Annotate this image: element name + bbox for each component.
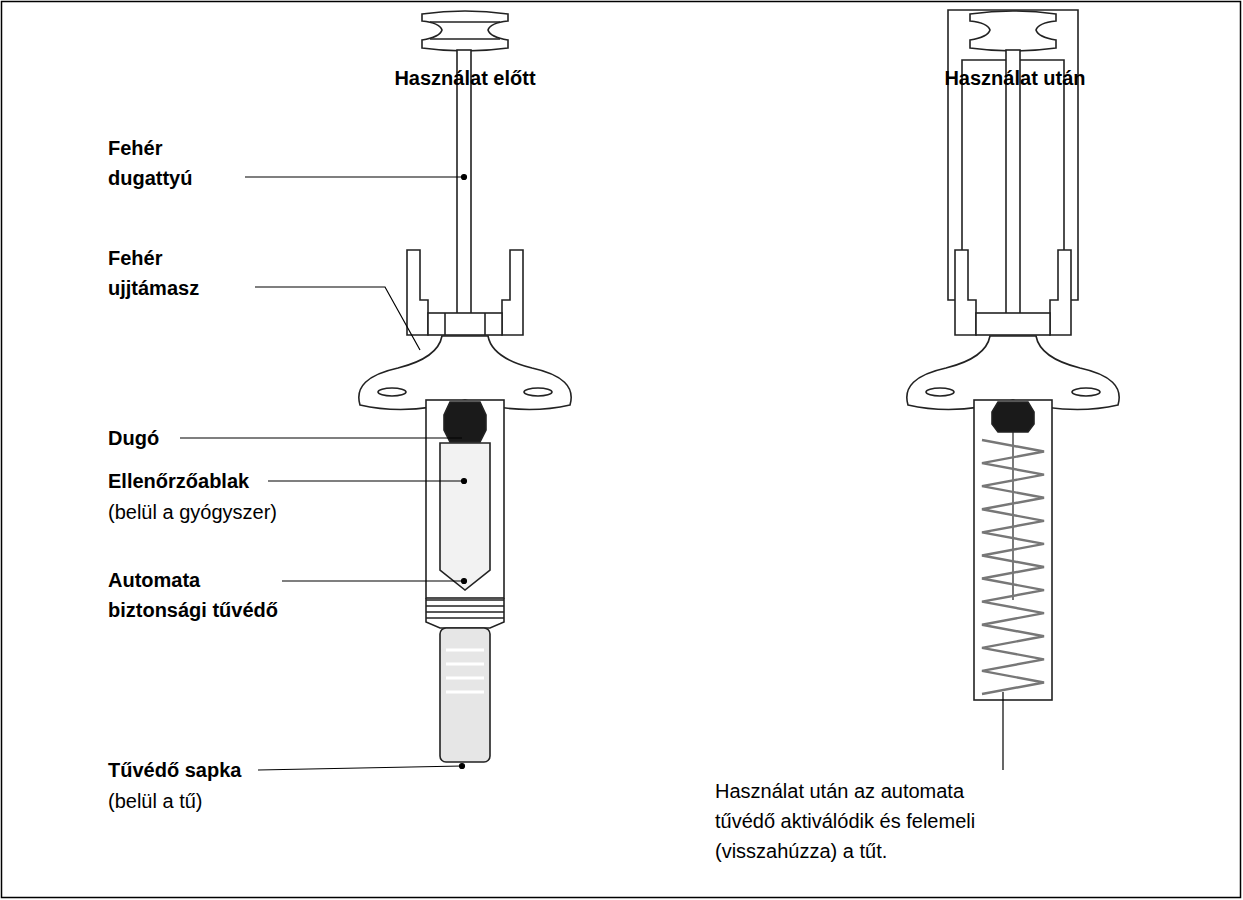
guard-ring bbox=[426, 605, 504, 607]
inspection-window bbox=[440, 443, 490, 590]
part-label: Fehér ujjtámasz bbox=[108, 243, 218, 303]
back-tab bbox=[1050, 250, 1071, 335]
collar-line bbox=[484, 313, 486, 335]
flange-slot bbox=[1072, 388, 1100, 396]
part-note: (belül a tű) bbox=[108, 786, 308, 816]
syringe-after bbox=[907, 10, 1119, 700]
needle-cap bbox=[440, 628, 490, 762]
leader-line bbox=[245, 176, 464, 177]
part-label: Dugó bbox=[108, 423, 228, 453]
part-label: Ellenőrzőablak bbox=[108, 466, 308, 496]
leader-line bbox=[282, 580, 464, 581]
part-label: Tűvédő sapka bbox=[108, 755, 308, 785]
leader-line bbox=[255, 287, 420, 350]
leader-dot bbox=[460, 764, 465, 769]
collar-line bbox=[444, 313, 446, 335]
finger-flange bbox=[907, 336, 1119, 409]
guard-ring bbox=[426, 599, 504, 601]
cap-stripe bbox=[446, 677, 484, 680]
leader-line bbox=[268, 480, 464, 481]
part-label: Automata biztonsági tűvédő bbox=[108, 565, 290, 625]
heading: Használat előtt bbox=[315, 63, 615, 93]
plunger-head bbox=[970, 11, 1056, 51]
plunger-head bbox=[422, 11, 508, 51]
back-tab bbox=[502, 250, 523, 335]
stopper bbox=[444, 402, 486, 442]
part-label: Fehér dugattyú bbox=[108, 133, 218, 193]
guard-taper bbox=[426, 598, 504, 628]
leader-line bbox=[1002, 692, 1003, 770]
plunger-collar bbox=[976, 313, 1050, 335]
stopper bbox=[992, 402, 1034, 432]
flange-slot bbox=[926, 388, 954, 396]
leader-dot bbox=[462, 579, 467, 584]
flange-slot bbox=[524, 388, 552, 396]
heading: Használat után bbox=[865, 63, 1165, 93]
syringe-before bbox=[359, 11, 571, 762]
plunger-rod bbox=[1006, 50, 1020, 315]
safety-spring bbox=[982, 440, 1044, 694]
caption-note: Használat után az automata tűvédő aktivá… bbox=[715, 776, 1015, 866]
plunger-head-line bbox=[430, 21, 500, 23]
back-tab bbox=[407, 250, 428, 335]
guard-ring bbox=[426, 611, 504, 613]
plunger-rod bbox=[457, 50, 471, 315]
leader-dot bbox=[462, 479, 467, 484]
cap-stripe bbox=[446, 649, 484, 652]
guard-ring bbox=[426, 617, 504, 619]
plunger-collar bbox=[428, 313, 502, 335]
back-tab bbox=[955, 250, 976, 335]
cap-stripe bbox=[446, 691, 484, 694]
finger-flange bbox=[359, 336, 571, 409]
cap-stripe bbox=[446, 663, 484, 666]
leader-line bbox=[180, 437, 462, 438]
barrel bbox=[974, 400, 1052, 700]
leaders bbox=[180, 175, 1003, 771]
leader-line bbox=[258, 766, 462, 770]
barrel bbox=[426, 400, 504, 598]
flange-slot bbox=[378, 388, 406, 396]
leader-dot bbox=[462, 175, 467, 180]
part-note: (belül a gyógyszer) bbox=[108, 497, 348, 527]
plunger-head-line bbox=[430, 38, 500, 40]
